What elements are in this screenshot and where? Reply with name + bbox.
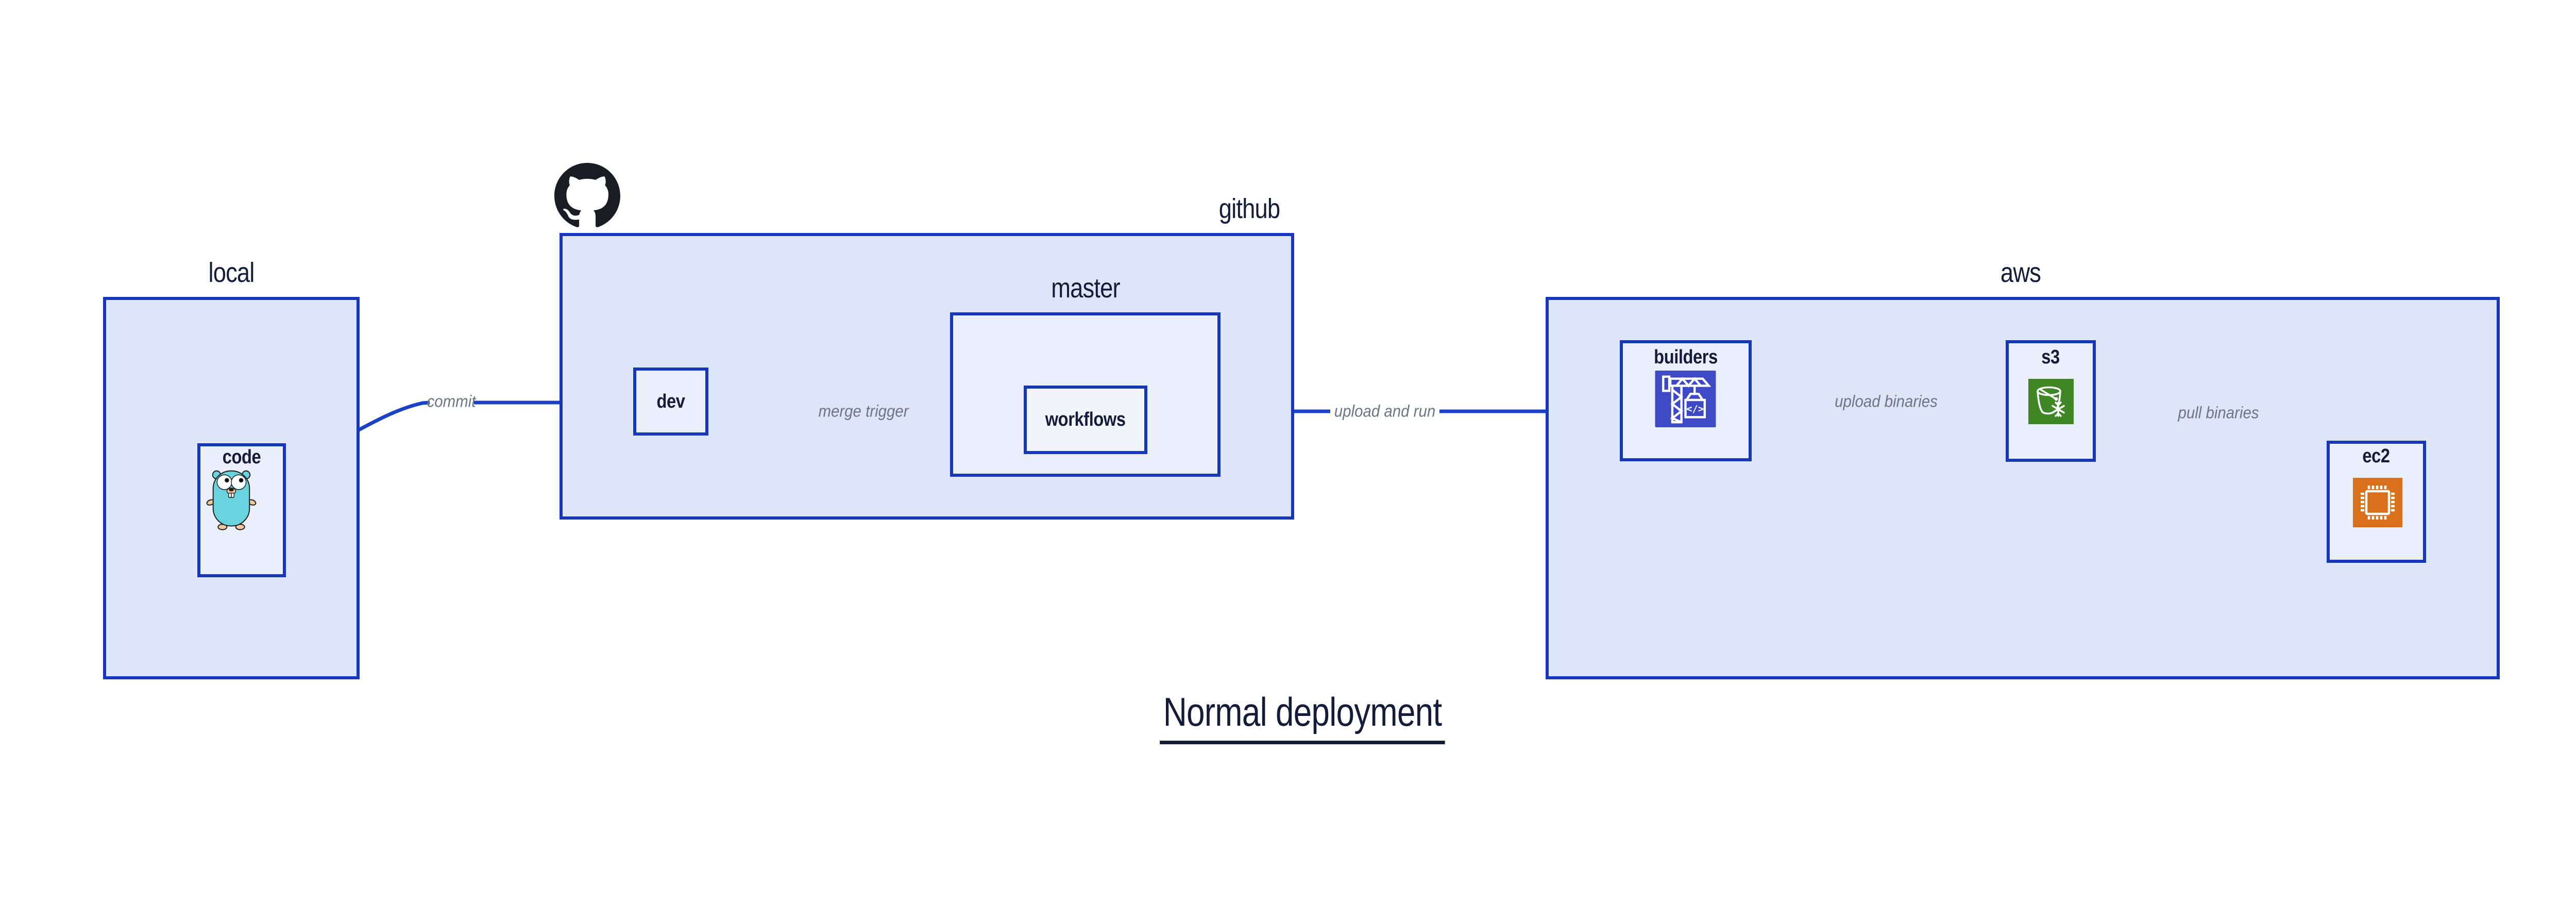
svg-text:</>: </> xyxy=(1686,404,1704,415)
node-dev: dev xyxy=(633,368,708,436)
node-workflows: workflows xyxy=(1024,386,1147,454)
group-label-github: github xyxy=(1218,193,1280,224)
edge-label-upload-binaries: upload binaries xyxy=(1835,392,1938,411)
group-label-local: local xyxy=(208,257,255,288)
ec2-chip-icon xyxy=(2353,478,2402,527)
s3-glacier-bucket-icon xyxy=(2028,379,2074,424)
go-gopher-icon xyxy=(206,470,257,530)
node-label-s3: s3 xyxy=(2041,346,2060,368)
edge-label-pull-binaries: pull binaries xyxy=(2178,403,2259,422)
edge-label-upload-and-run: upload and run xyxy=(1334,402,1436,421)
node-label-code: code xyxy=(222,446,261,468)
node-label-ec2: ec2 xyxy=(2362,445,2390,467)
diagram-title: Normal deployment xyxy=(1160,689,1445,744)
node-label-builders: builders xyxy=(1654,346,1718,368)
edge-label-commit: commit xyxy=(427,392,476,411)
edge-label-merge-trigger: merge trigger xyxy=(818,402,909,421)
group-label-master: master xyxy=(1051,273,1120,304)
node-label-workflows: workflows xyxy=(1045,409,1126,430)
codebuild-crane-icon: </> xyxy=(1655,371,1716,427)
node-label-dev: dev xyxy=(656,390,685,412)
group-label-aws: aws xyxy=(2000,257,2041,288)
github-octocat-icon xyxy=(554,163,620,227)
